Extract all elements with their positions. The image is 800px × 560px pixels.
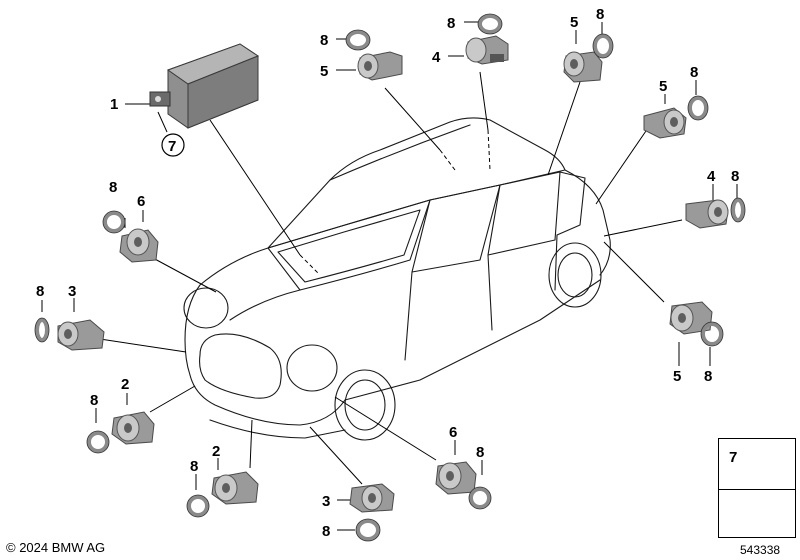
ring-part	[345, 29, 371, 51]
sensor-part	[57, 319, 105, 351]
ring-part	[86, 430, 110, 454]
pdc-sensors	[57, 35, 729, 513]
callout-6: 6	[137, 193, 145, 210]
sensor-part	[563, 51, 603, 83]
legend-item-number: 7	[729, 449, 738, 466]
copyright-text: © 2024 BMW AG	[6, 540, 106, 555]
sensor-part	[669, 301, 713, 335]
callout-8: 8	[322, 523, 330, 540]
callout-8: 8	[704, 368, 712, 385]
ring-part	[355, 518, 381, 542]
sensor-part	[435, 461, 477, 495]
callout-7-circle	[161, 133, 185, 157]
ring-part	[730, 197, 746, 223]
callout-3: 3	[322, 493, 330, 510]
callout-8: 8	[476, 444, 484, 461]
ring-part	[34, 317, 50, 343]
callout-2: 2	[121, 376, 129, 393]
sensor-part	[357, 51, 403, 81]
sensor-part	[349, 483, 395, 513]
sensor-part	[211, 471, 259, 505]
callout-8: 8	[320, 32, 328, 49]
sensor-part	[119, 228, 159, 263]
callout-8: 8	[596, 6, 604, 23]
callout-8: 8	[690, 64, 698, 81]
sensor-part	[643, 107, 687, 139]
sensor-part	[465, 35, 509, 65]
callout-8: 8	[447, 15, 455, 32]
leader-lines	[41, 21, 738, 531]
callout-8: 8	[109, 179, 117, 196]
legend-arrow-cell	[718, 489, 796, 538]
callout-4: 4	[432, 49, 441, 66]
legend-item-7: 7	[718, 438, 796, 490]
callout-8: 8	[90, 392, 98, 409]
callout-labels: 1 7 8 5 8 4 5 8 5 8 4 8 5 8 8 6 8 3 2 8 …	[36, 6, 739, 540]
callout-8: 8	[36, 283, 44, 300]
diagram-part-number: 543338	[740, 543, 781, 557]
sensor-part	[685, 199, 729, 229]
callout-8: 8	[190, 458, 198, 475]
callout-5: 5	[673, 368, 681, 385]
ring-part	[687, 95, 709, 121]
ring-part	[477, 13, 503, 35]
ring-part	[700, 321, 724, 347]
car-outline	[183, 117, 611, 441]
ring-part	[592, 33, 614, 59]
callout-2: 2	[212, 443, 220, 460]
callout-8: 8	[731, 168, 739, 185]
callout-4: 4	[707, 168, 716, 185]
ring-part	[102, 210, 126, 234]
callout-5: 5	[570, 14, 578, 31]
callout-6: 6	[449, 424, 457, 441]
control-unit	[149, 43, 260, 129]
sensor-part	[111, 411, 155, 445]
callout-7: 7	[168, 138, 176, 155]
callout-1: 1	[110, 96, 118, 113]
ring-part	[186, 494, 210, 518]
callout-3: 3	[68, 283, 76, 300]
ring-part	[468, 486, 492, 510]
legend-box: 7	[718, 438, 798, 538]
sealing-rings	[34, 13, 746, 542]
callout-5: 5	[659, 78, 667, 95]
callout-5: 5	[320, 63, 328, 80]
